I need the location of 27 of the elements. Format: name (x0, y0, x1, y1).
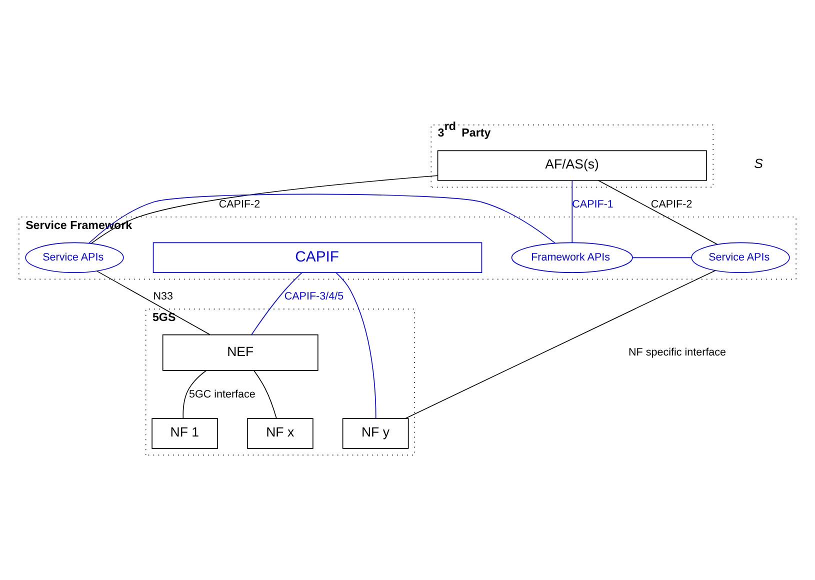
node-box: AF/AS(s) (437, 150, 707, 181)
node-ellipse: Service APIs (25, 242, 124, 273)
connector (598, 180, 718, 245)
node-ellipse: Framework APIs (511, 242, 633, 273)
node-ellipse: Service APIs (691, 242, 790, 273)
connector (632, 257, 692, 258)
edge-label: CAPIF-1 (572, 198, 614, 210)
connector (251, 272, 302, 336)
edge-label: 5GC interface (188, 388, 256, 400)
connector (90, 175, 438, 244)
node-box: CAPIF (152, 242, 482, 273)
connector (572, 180, 573, 243)
node-box: NEF (162, 334, 318, 371)
label: S (754, 156, 764, 171)
edge-label: CAPIF-3/4/5 (284, 290, 344, 302)
connector (254, 370, 277, 419)
connector (88, 194, 556, 244)
connector (182, 370, 207, 419)
edge-label: N33 (153, 290, 174, 302)
connector (96, 270, 210, 336)
node-box: NF y (342, 418, 409, 449)
node-box: NF 1 (152, 418, 218, 449)
connector (336, 272, 376, 419)
edge-label: NF specific interface (628, 346, 726, 358)
edge-label: CAPIF-2 (218, 198, 260, 210)
node-box: NF x (247, 418, 314, 449)
edge-label: CAPIF-2 (650, 198, 692, 210)
